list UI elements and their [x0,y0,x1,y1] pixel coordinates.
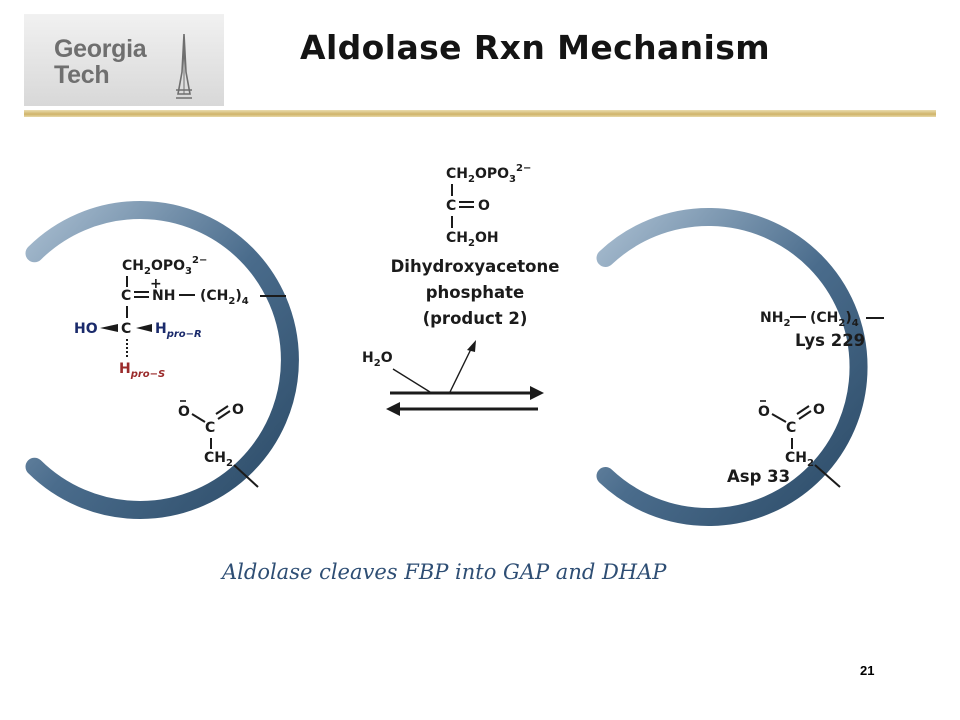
dhap-name-line2: phosphate [426,283,524,302]
equilibrium-arrows: H2O [362,340,544,416]
svg-text:CH2: CH2 [204,450,233,469]
logo-wordmark: Georgia Tech [54,35,147,89]
dhap-structure: CH2OPO32− C O CH2OH Dihydroxyacetone pho… [391,163,560,328]
right-enzyme-ring [596,208,868,526]
svg-text:C: C [786,420,796,436]
svg-text:C: C [121,288,131,304]
svg-text:(CH2)4: (CH2)4 [810,310,859,329]
logo-line-tech: Tech [54,61,110,89]
slide-caption: Aldolase cleaves FBP into GAP and DHAP [222,560,667,584]
svg-text:O: O [178,404,190,420]
dhap-ch2opo3-group: CH2OPO32− [446,163,531,185]
left-substrate-structure: CH2OPO32− + C NH (CH2)4 HO C Hpro−R Hpro… [74,255,286,488]
logo-line-georgia: Georgia [54,35,147,63]
svg-text:C: C [121,321,131,337]
dhap-name-line1: Dihydroxyacetone [391,257,560,276]
svg-text:O: O [758,404,770,420]
svg-text:Hpro−R: Hpro−R [155,321,202,340]
left-enzyme-ring [25,201,299,519]
svg-text:O: O [232,402,244,418]
h-pro-s-label: Hpro−S [119,361,165,380]
dhap-carbonyl: C [446,198,456,214]
svg-text:CH2: CH2 [785,450,814,469]
svg-text:CH2OPO32−: CH2OPO32− [122,255,207,277]
svg-text:HO: HO [74,321,98,337]
page-number: 21 [860,663,875,678]
georgia-tech-logo: Georgia Tech [24,14,224,106]
header-divider [24,110,936,117]
water-label: H2O [362,350,393,369]
svg-text:O: O [813,402,825,418]
dhap-ch2oh-group: CH2OH [446,230,499,249]
svg-text:NH: NH [152,288,175,304]
svg-text:NH2: NH2 [760,310,790,329]
asp-33-label: Asp 33 [727,467,790,486]
svg-text:C: C [205,420,215,436]
svg-text:(CH2)4: (CH2)4 [200,288,249,307]
right-enzyme-structure: NH2 (CH2)4 Lys 229 O C O CH2 Asp 33 [727,310,884,488]
iminium-plus-charge: + [150,276,162,292]
dhap-name-line3: (product 2) [423,309,528,328]
tech-tower-icon [176,33,192,99]
svg-text:O: O [478,198,490,214]
lys-229-label: Lys 229 [795,331,865,350]
slide-title: Aldolase Rxn Mechanism [300,28,771,67]
